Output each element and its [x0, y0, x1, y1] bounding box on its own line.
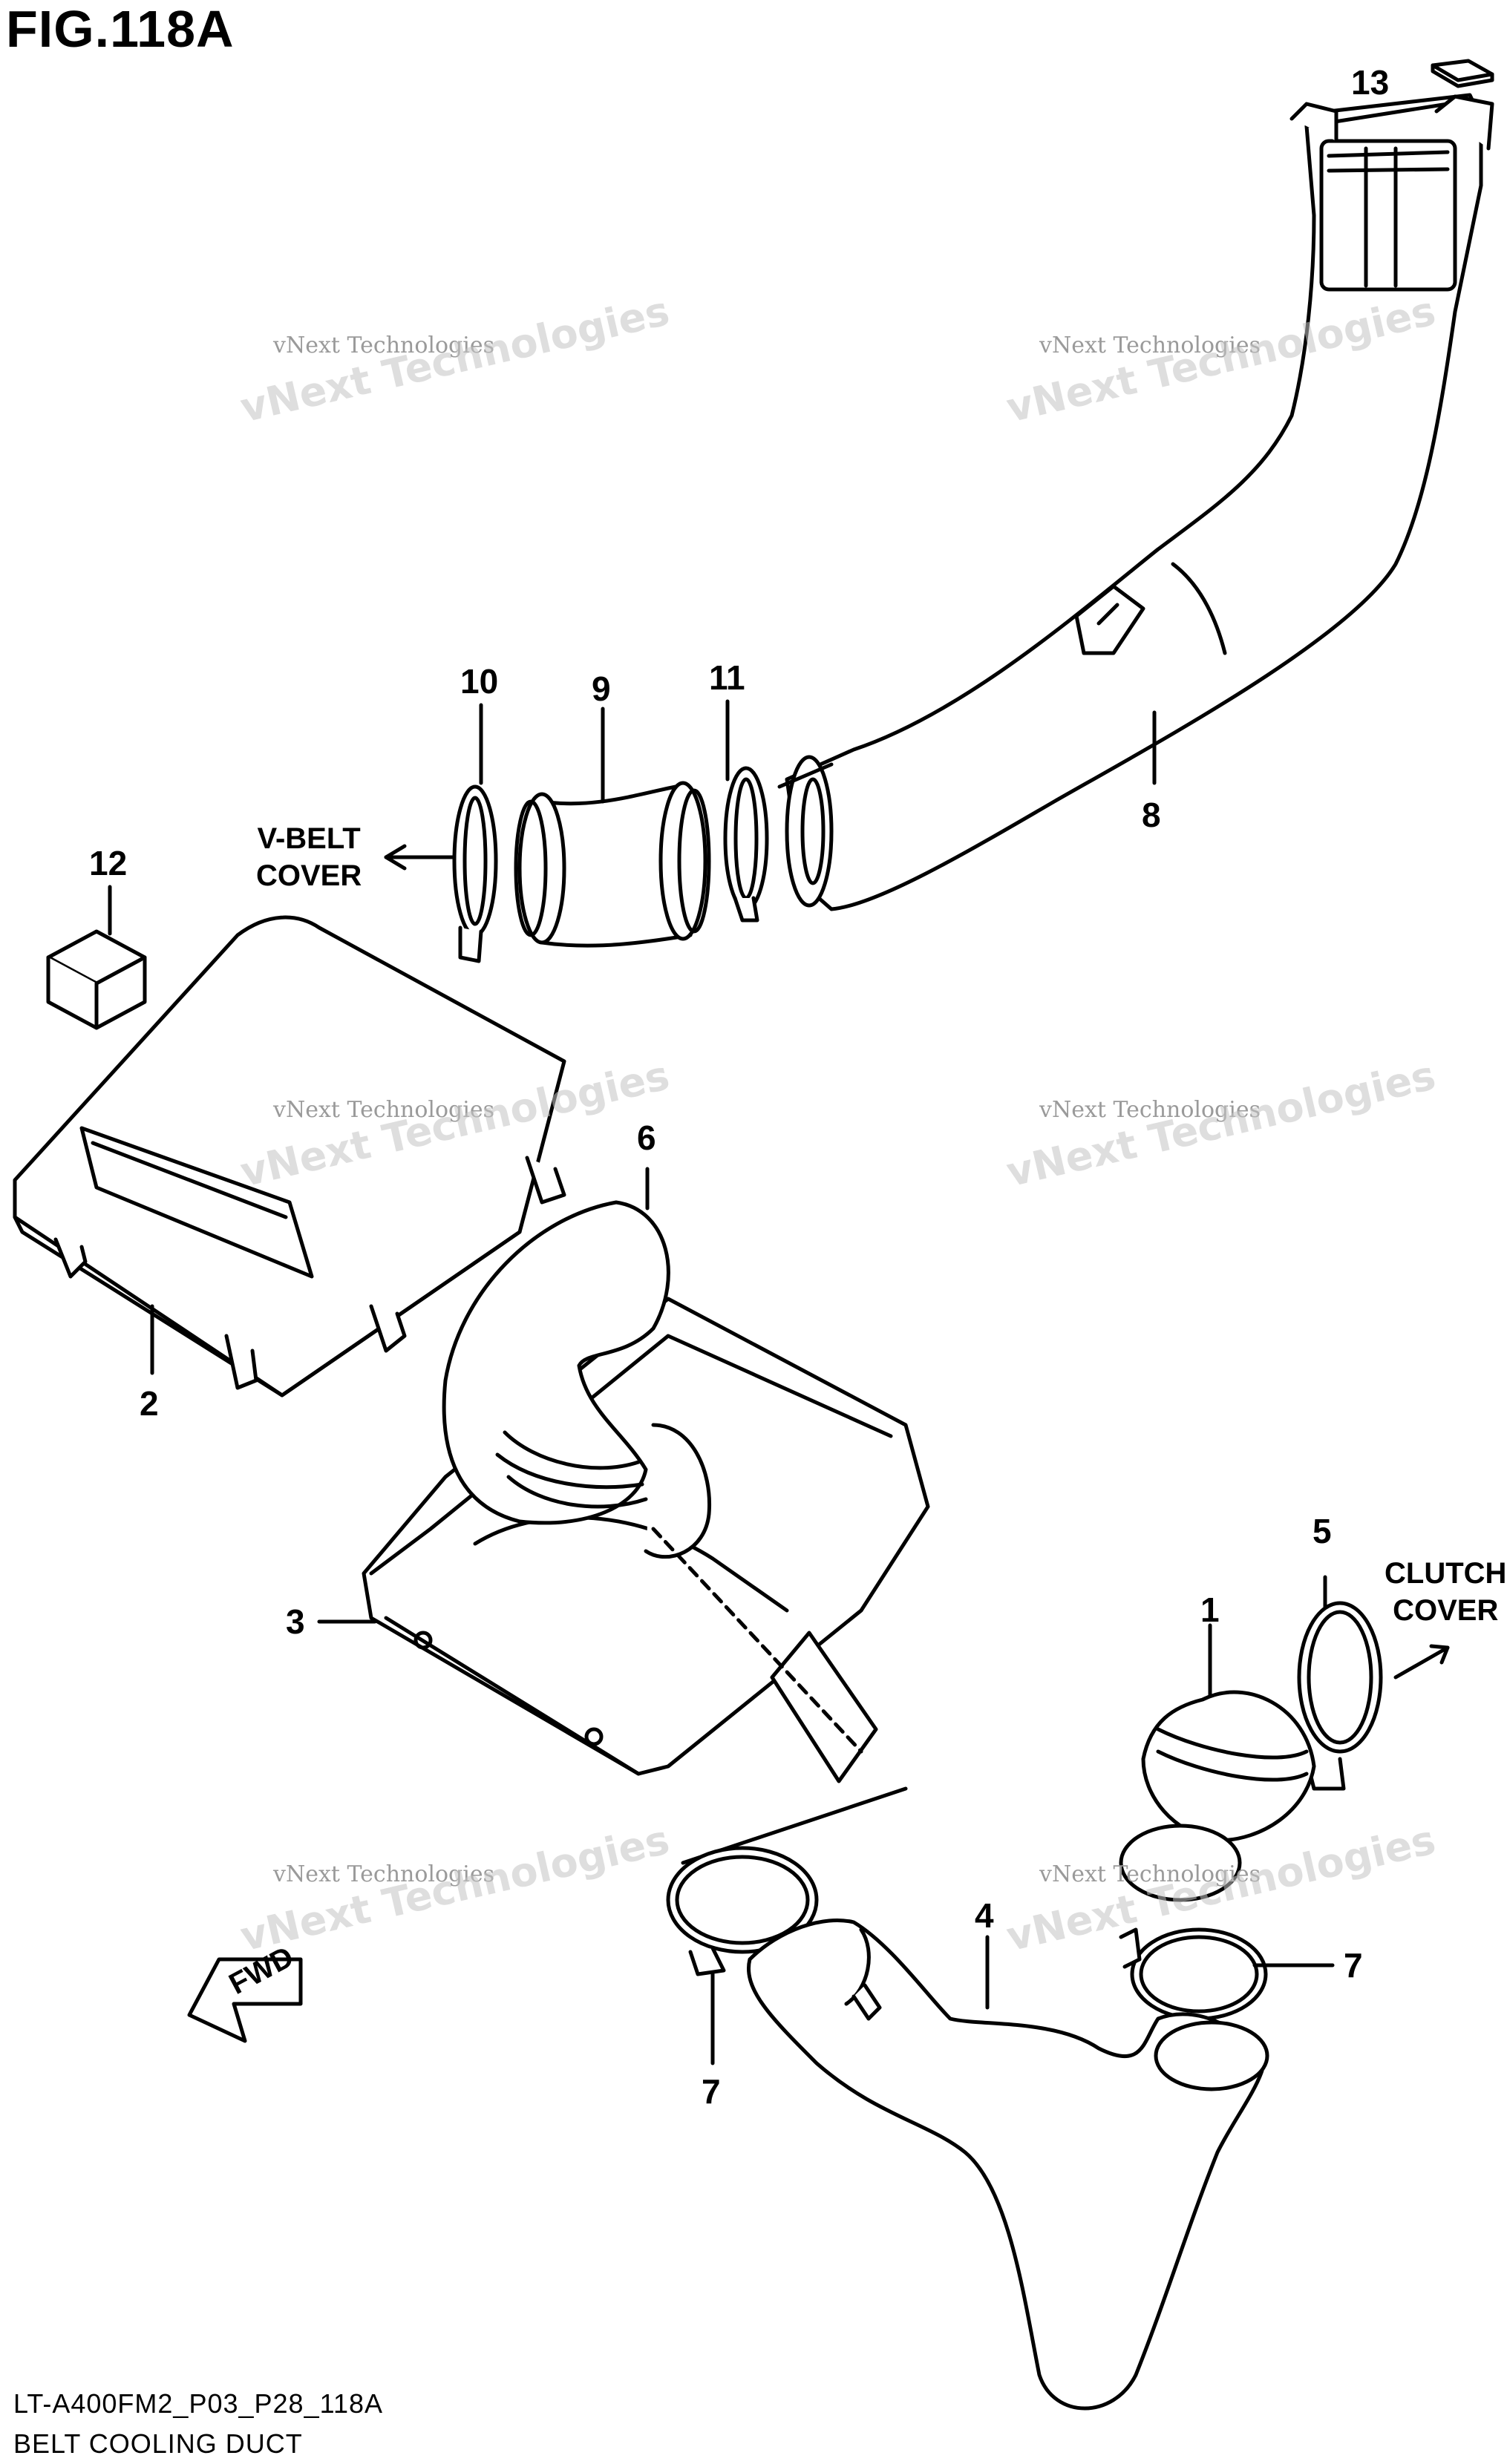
callout-12: 12 [89, 844, 128, 882]
callout-10: 10 [460, 662, 499, 701]
part-11-clamp [723, 766, 769, 923]
watermark-small: vNext Technologies [1039, 332, 1261, 358]
part-7-clamp-right [1119, 1927, 1268, 2021]
callout-6: 6 [637, 1118, 656, 1157]
diagram-name: BELT COOLING DUCT [13, 2428, 303, 2459]
watermark-small: vNext Technologies [1039, 1861, 1261, 1887]
watermark-small: vNext Technologies [273, 1861, 495, 1887]
part-10-clamp [452, 784, 498, 963]
fwd-arrow [187, 1957, 303, 2043]
figure-title: FIG.118A [6, 0, 235, 58]
part-12-pad [46, 929, 147, 1030]
callout-2: 2 [140, 1384, 159, 1423]
clutch-cover-arrow [1393, 1644, 1450, 1680]
vbelt-cover-line1: V-BELT [257, 822, 361, 855]
watermark-small: vNext Technologies [1039, 1097, 1261, 1123]
callout-1: 1 [1200, 1590, 1220, 1629]
watermark-small: vNext Technologies [273, 332, 495, 358]
vbelt-cover-line2: COVER [256, 859, 362, 892]
diagram-code: LT-A400FM2_P03_P28_118A [13, 2388, 383, 2419]
part-13-pad [1431, 59, 1494, 88]
clutch-cover-line1: CLUTCH [1385, 1557, 1507, 1590]
watermark-small: vNext Technologies [273, 1097, 495, 1123]
vbelt-cover-arrow [384, 844, 455, 871]
part-6-elbow [442, 1200, 670, 1525]
part-8-outlet-duct [777, 93, 1494, 911]
callout-4: 4 [975, 1896, 994, 1935]
part-4-inlet-duct [747, 1918, 1269, 2411]
callout-7-right: 7 [1344, 1946, 1363, 1985]
callout-9: 9 [592, 669, 611, 708]
callout-13: 13 [1351, 63, 1390, 102]
part-7-clamp-left [666, 1846, 819, 1976]
clutch-cover-note: CLUTCH COVER [1385, 1555, 1506, 1629]
vbelt-cover-note: V-BELT COVER [256, 820, 362, 894]
part-2-cover [13, 915, 566, 1398]
clutch-cover-line2: COVER [1393, 1594, 1499, 1627]
callout-7-left: 7 [702, 2072, 721, 2111]
callout-8: 8 [1142, 796, 1161, 834]
part-3-case [362, 1297, 930, 1865]
part-1-elbow [1119, 1690, 1316, 1902]
callout-3: 3 [286, 1602, 305, 1641]
callout-11: 11 [709, 658, 745, 697]
part-9-hose [514, 781, 711, 948]
callout-5: 5 [1313, 1512, 1332, 1550]
